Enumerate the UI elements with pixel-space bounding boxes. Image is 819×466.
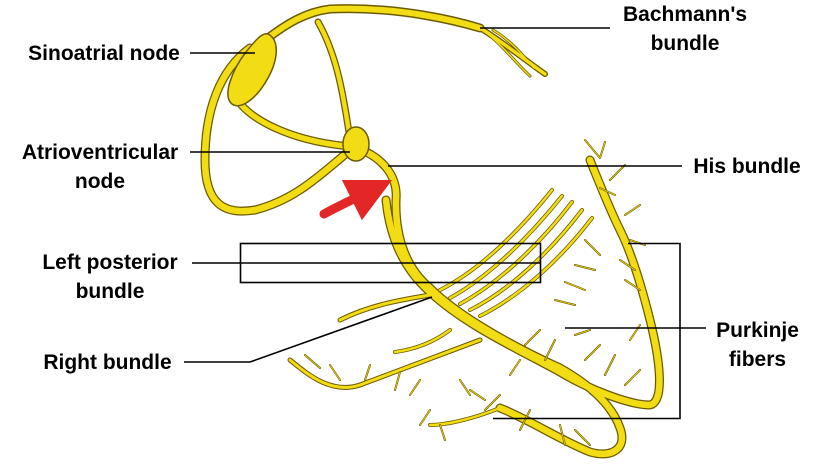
- left-posterior-bundle-label-line1: Left posterior: [42, 251, 178, 274]
- atrioventricular-node-label: Atrioventricular node: [5, 138, 195, 196]
- bachmann-bundle-label-line1: Bachmann's: [622, 3, 748, 26]
- purkinje-fibers-label-line1: Purkinje: [716, 319, 799, 342]
- purkinje-fibers-label: Purkinje fibers: [700, 316, 815, 374]
- sinoatrial-node-label: Sinoatrial node: [10, 39, 198, 68]
- right-bundle-label: Right bundle: [25, 348, 190, 377]
- bachmann-bundle-label-line2: bundle: [650, 32, 720, 55]
- purkinje-fibers-bracket: [493, 242, 681, 420]
- purkinje-twigs: [304, 139, 646, 446]
- purkinje-fibers-label-line2: fibers: [728, 348, 787, 371]
- atrioventricular-node-shape: [342, 126, 370, 162]
- atrioventricular-node-label-line2: node: [74, 170, 126, 193]
- purkinje-twigs-core: [304, 139, 646, 446]
- sinoatrial-node-shape: [227, 33, 277, 107]
- fiber-core-layer: [201, 5, 663, 458]
- right-bundle-leader: [184, 296, 433, 363]
- conduction-arrow: [319, 179, 393, 221]
- left-posterior-bundle-label-line2: bundle: [75, 280, 145, 303]
- sinoatrial-node-label-line1: Sinoatrial node: [28, 42, 180, 65]
- atrioventricular-node-label-line1: Atrioventricular: [21, 141, 179, 164]
- right-bundle-label-line1: Right bundle: [43, 351, 172, 374]
- bachmann-bundle-label: Bachmann's bundle: [605, 0, 765, 58]
- his-bundle-label-line1: His bundle: [693, 155, 801, 178]
- his-bundle-label: His bundle: [682, 152, 812, 181]
- left-posterior-bundle-label: Left posterior bundle: [25, 248, 195, 306]
